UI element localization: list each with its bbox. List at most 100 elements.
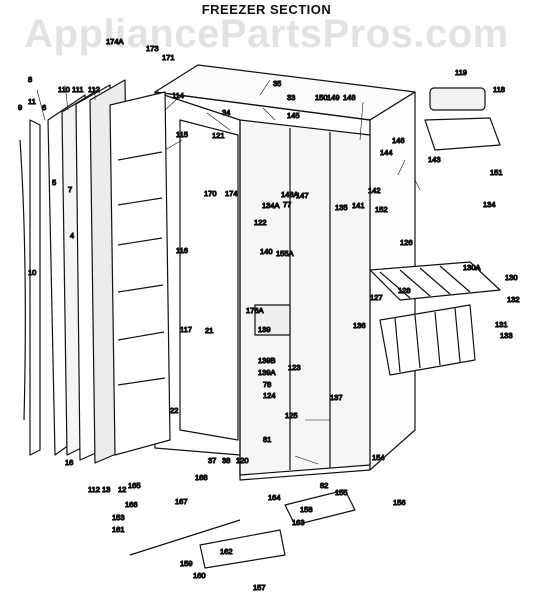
callout-121: 121	[212, 131, 225, 140]
callout-164: 164	[268, 493, 281, 502]
callout-142: 142	[368, 186, 381, 195]
callout-34: 34	[222, 108, 230, 117]
callout-154: 154	[372, 453, 385, 462]
callout-136: 136	[353, 321, 366, 330]
callout-160: 160	[193, 571, 206, 580]
callout-125: 125	[285, 411, 298, 420]
callout-148A: 148A	[281, 190, 299, 199]
callout-37: 37	[208, 456, 216, 465]
callout-5: 5	[52, 178, 56, 187]
callout-122: 122	[254, 218, 267, 227]
callout-78: 78	[263, 380, 271, 389]
callout-171: 171	[162, 53, 175, 62]
callout-157: 157	[253, 583, 266, 592]
callout-128: 128	[398, 286, 411, 295]
callout-120: 120	[236, 456, 249, 465]
callout-10: 10	[28, 268, 36, 277]
callout-156: 156	[393, 498, 406, 507]
callout-135: 135	[335, 203, 348, 212]
callout-130A: 130A	[463, 263, 481, 272]
callout-173: 173	[146, 44, 159, 53]
callout-139: 139	[258, 325, 271, 334]
callout-13: 13	[102, 485, 110, 494]
callout-163: 163	[292, 518, 305, 527]
door-outer-panel	[47, 79, 131, 464]
callout-114: 114	[172, 91, 184, 100]
callout-165: 165	[128, 481, 141, 490]
callout-133: 133	[500, 331, 513, 340]
wire-basket	[379, 304, 476, 376]
callout-170: 170	[204, 189, 217, 198]
callout-16: 16	[65, 458, 73, 467]
callout-150: 150	[315, 93, 328, 102]
callout-38: 38	[222, 456, 230, 465]
callout-112-b: 112	[88, 485, 100, 494]
callout-9: 9	[18, 103, 22, 112]
callout-167: 167	[175, 497, 188, 506]
callout-127: 127	[370, 293, 383, 302]
callout-126: 126	[400, 238, 413, 247]
callout-22: 22	[170, 406, 178, 415]
callout-7: 7	[68, 185, 72, 194]
callout-labels: 8 11 10 9 6 7 4 5 110 111 112 114 115 11…	[17, 36, 520, 592]
door-liner-with-shelves	[109, 91, 171, 456]
callout-159: 159	[180, 559, 193, 568]
callout-12: 12	[118, 485, 126, 494]
callout-148: 148	[343, 93, 356, 102]
callout-115: 115	[176, 130, 188, 139]
callout-161: 161	[112, 525, 125, 534]
callout-149: 149	[327, 93, 340, 102]
door-handle	[19, 119, 41, 456]
bottom-grille	[129, 489, 356, 569]
evaporator-coil	[254, 304, 291, 336]
callout-144: 144	[380, 148, 393, 157]
callout-21: 21	[205, 326, 213, 335]
callout-174A: 174A	[106, 37, 124, 46]
callout-118: 118	[493, 85, 505, 94]
callout-155: 155	[335, 488, 348, 497]
callout-8: 8	[28, 75, 32, 84]
callout-147: 147	[296, 191, 309, 200]
callout-81: 81	[263, 435, 271, 444]
callout-143: 143	[428, 155, 441, 164]
callout-166: 166	[125, 500, 138, 509]
callout-116: 116	[176, 246, 188, 255]
callout-110: 110	[58, 85, 70, 94]
callout-153: 153	[112, 513, 125, 522]
callout-146: 146	[392, 136, 405, 145]
callout-158: 158	[300, 505, 313, 514]
callout-140: 140	[260, 247, 273, 256]
callout-33: 33	[287, 93, 295, 102]
callout-131: 131	[495, 320, 508, 329]
callout-151: 151	[490, 168, 503, 177]
callout-174: 174	[225, 189, 238, 198]
callout-124: 124	[263, 391, 276, 400]
callout-132: 132	[507, 295, 520, 304]
callout-119: 119	[455, 68, 467, 77]
callout-123: 123	[288, 363, 301, 372]
callout-176A: 176A	[246, 306, 264, 315]
callout-112: 112	[88, 85, 100, 94]
callout-139A: 139A	[258, 368, 276, 377]
callout-82: 82	[320, 481, 328, 490]
ice-trays	[424, 87, 501, 151]
callout-11: 11	[28, 97, 36, 106]
callout-117: 117	[180, 325, 192, 334]
callout-35: 35	[273, 79, 281, 88]
callout-137: 137	[330, 393, 343, 402]
callout-162: 162	[220, 547, 233, 556]
callout-77: 77	[283, 200, 291, 209]
callout-130: 130	[505, 273, 518, 282]
callout-4: 4	[70, 231, 74, 240]
callout-139B: 139B	[258, 356, 276, 365]
callout-6: 6	[42, 103, 46, 112]
page-title: FREEZER SECTION	[201, 2, 332, 17]
callout-134A: 134A	[262, 201, 280, 210]
callout-134: 134	[483, 200, 496, 209]
watermark: AppliancePartsPros.com	[24, 12, 509, 56]
callout-155A: 155A	[276, 249, 294, 258]
wire-shelf	[369, 261, 501, 301]
leader-lines	[36, 79, 421, 465]
